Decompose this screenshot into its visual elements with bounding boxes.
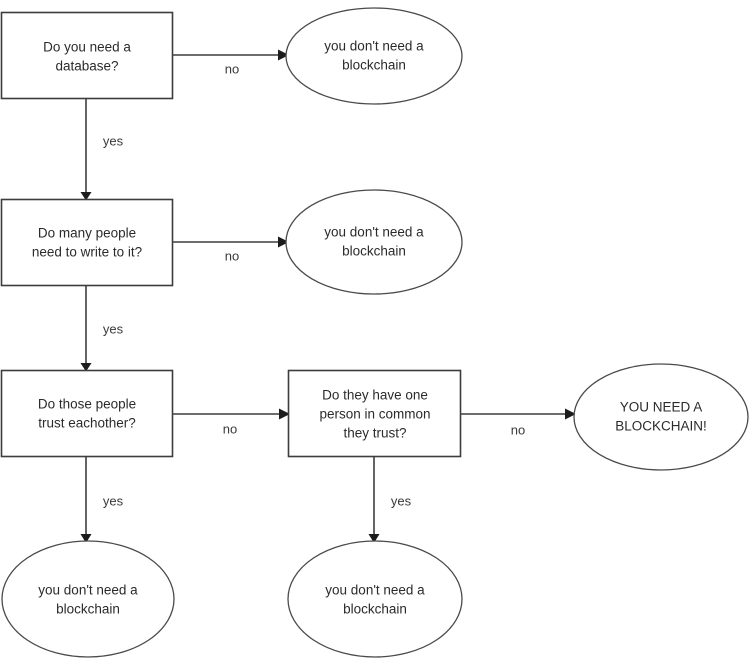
arrowhead-icon (80, 192, 92, 201)
edge-q1-no: no (173, 49, 289, 76)
node-label-line2: blockchain (56, 602, 120, 617)
arrowhead-icon (279, 408, 290, 420)
edge-label-yes: yes (391, 493, 412, 508)
node-label-line1: you don't need a (38, 583, 138, 598)
edge-label-no: no (511, 422, 525, 437)
node-box[interactable] (0, 369, 174, 458)
node-label-line1: you don't need a (325, 583, 425, 598)
node-label-line2: person in common (319, 407, 430, 422)
edge-label-no: no (225, 61, 239, 76)
node-label-line2: BLOCKCHAIN! (615, 419, 707, 434)
node-terminal-need-blockchain[interactable]: YOU NEED A BLOCKCHAIN! (573, 363, 749, 471)
node-terminal-no-blockchain-1[interactable]: you don't need a blockchain (285, 7, 463, 105)
arrowhead-icon (565, 408, 576, 420)
edge-q2-yes: yes (80, 286, 124, 372)
arrowhead-icon (80, 363, 92, 372)
node-question-database[interactable]: Do you need a database? (0, 11, 174, 100)
node-ellipse[interactable] (1, 540, 175, 658)
node-box[interactable] (287, 369, 462, 458)
edge-q2-no: no (173, 236, 289, 263)
node-label-line2: blockchain (342, 244, 406, 259)
node-ellipse[interactable] (285, 189, 463, 295)
node-label-line1: YOU NEED A (620, 400, 703, 415)
node-box[interactable] (0, 11, 174, 100)
node-ellipse[interactable] (573, 363, 749, 471)
arrowhead-icon (278, 236, 289, 248)
node-label-line1: Do you need a (43, 40, 131, 55)
node-question-many-writers[interactable]: Do many people need to write to it? (0, 198, 174, 287)
node-ellipse[interactable] (287, 540, 463, 658)
node-label-line1: you don't need a (324, 225, 424, 240)
edge-q1-yes: yes (80, 98, 124, 201)
node-label-line1: you don't need a (324, 39, 424, 54)
arrowhead-icon (278, 49, 289, 61)
edge-label-no: no (225, 248, 239, 263)
node-question-trust-eachother[interactable]: Do those people trust eachother? (0, 369, 174, 458)
node-label-line2: need to write to it? (32, 245, 142, 260)
node-label-line1: Do many people (38, 226, 136, 241)
node-ellipse[interactable] (285, 7, 463, 105)
node-question-common-trusted-person[interactable]: Do they have one person in common they t… (287, 369, 462, 458)
node-label-line1: Do those people (38, 397, 136, 412)
edge-label-no: no (223, 421, 237, 436)
arrowhead-icon (80, 534, 92, 543)
node-terminal-no-blockchain-3[interactable]: you don't need a blockchain (1, 540, 175, 658)
node-label-line2: trust eachother? (38, 416, 136, 431)
node-terminal-no-blockchain-2[interactable]: you don't need a blockchain (285, 189, 463, 295)
edge-q3-no: no (173, 408, 290, 436)
node-label-line1: Do they have one (322, 388, 428, 403)
edge-label-yes: yes (103, 493, 124, 508)
node-label-line3: they trust? (343, 426, 406, 441)
arrowhead-icon (368, 534, 380, 543)
node-label-line2: blockchain (343, 602, 407, 617)
edge-q3-yes: yes (80, 457, 124, 543)
node-box[interactable] (0, 198, 174, 287)
node-label-line2: database? (55, 59, 118, 74)
node-terminal-no-blockchain-4[interactable]: you don't need a blockchain (287, 540, 463, 658)
edge-label-yes: yes (103, 133, 124, 148)
edge-label-yes: yes (103, 321, 124, 336)
edge-q4-no: no (461, 408, 576, 437)
node-label-line2: blockchain (342, 58, 406, 73)
edge-q4-yes: yes (368, 457, 412, 543)
